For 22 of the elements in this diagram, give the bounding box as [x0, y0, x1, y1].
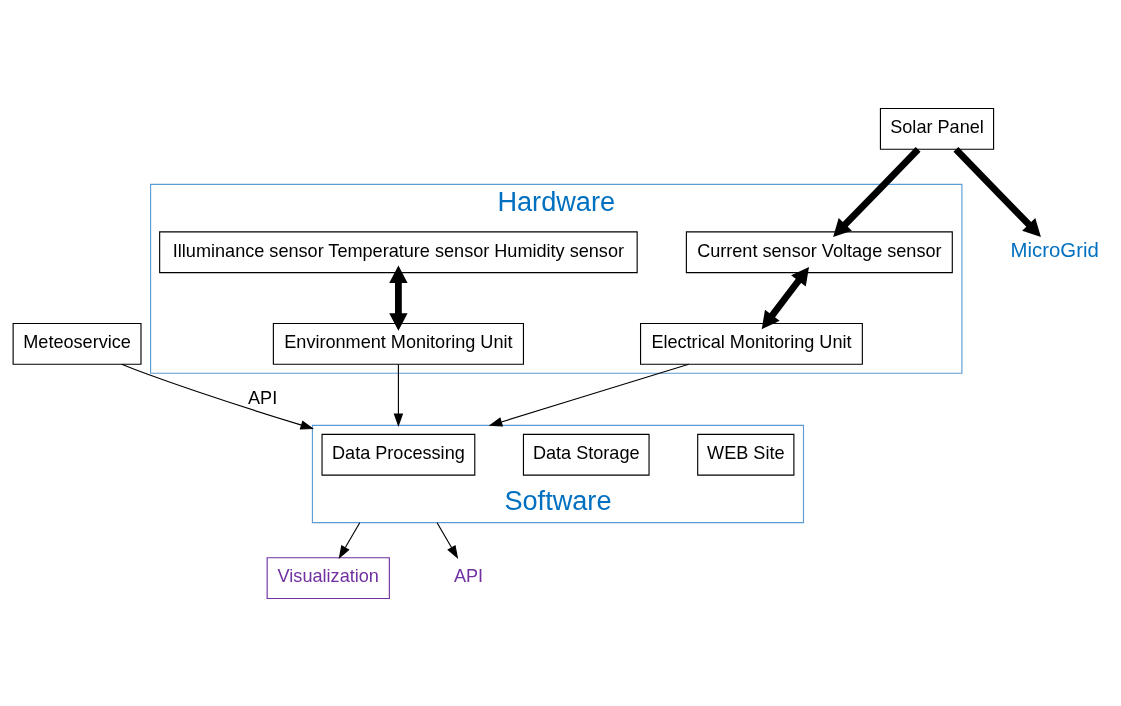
- node-text: MicroGrid: [1010, 238, 1099, 261]
- node-box: Environment Monitoring Unit: [272, 322, 524, 365]
- arrow: [761, 266, 809, 329]
- arrow: [389, 264, 408, 331]
- node-box: Visualization: [266, 556, 390, 599]
- node-box: Meteoservice: [12, 322, 142, 365]
- node-box: Data Processing: [321, 433, 476, 476]
- arrow: [436, 521, 459, 559]
- arrow: [393, 363, 404, 427]
- node-box: Data Storage: [522, 433, 650, 476]
- node-box: WEB Site: [697, 433, 795, 476]
- arrow: [833, 146, 921, 237]
- node-box: Current sensor Voltage sensor: [685, 230, 953, 273]
- node-text: API: [453, 565, 484, 586]
- node-box: Solar Panel: [879, 107, 995, 150]
- node-box: Illuminance sensor Temperature sensor Humidity sensor: [159, 230, 638, 273]
- arrow: [338, 521, 361, 559]
- arrow: [488, 363, 690, 426]
- arrow: [121, 363, 315, 430]
- arrow: [953, 146, 1041, 237]
- node-box: Electrical Monitoring Unit: [640, 322, 863, 365]
- edge-label: API: [248, 387, 278, 408]
